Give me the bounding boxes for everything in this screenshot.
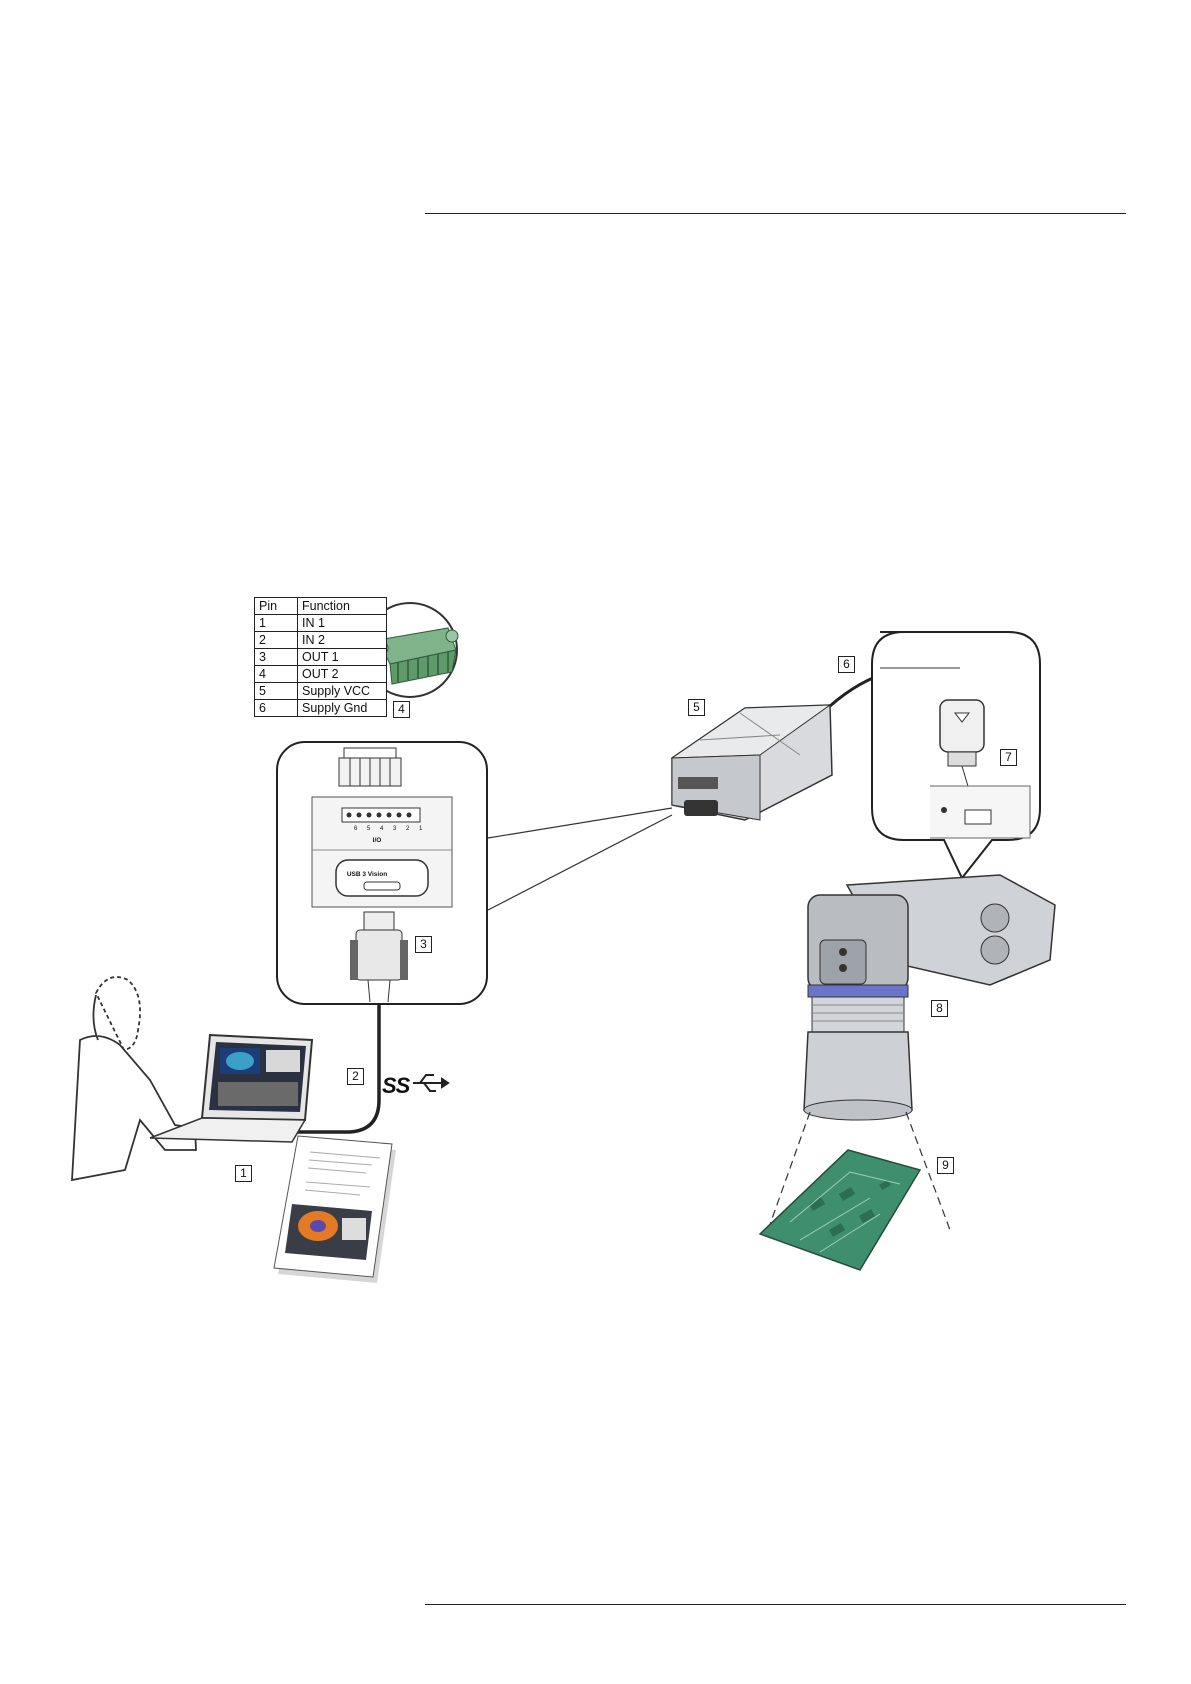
table-row: 3 OUT 1 [255, 649, 387, 666]
table-row: 1 IN 1 [255, 615, 387, 632]
callout-7: 7 [1000, 749, 1017, 766]
table-header-row: Pin Function [255, 598, 387, 615]
table-row: 2 IN 2 [255, 632, 387, 649]
callout-6: 6 [838, 656, 855, 673]
usb-superspeed-logo: SS [382, 1073, 409, 1099]
pin-cell: 1 [255, 615, 298, 632]
callout-2: 2 [347, 1068, 364, 1085]
zoom-callout-lines [488, 808, 672, 910]
pin-function-table: Pin Function 1 IN 1 2 IN 2 3 OUT 1 4 OUT… [254, 597, 387, 717]
pin-cell: 3 [255, 649, 298, 666]
pin-column-header: Pin [255, 598, 298, 615]
usb-trident-icon [413, 1075, 448, 1091]
function-cell: OUT 2 [298, 666, 387, 683]
pcb-target [760, 1150, 920, 1270]
function-cell: IN 2 [298, 632, 387, 649]
table-row: 5 Supply VCC [255, 683, 387, 700]
table-row: 6 Supply Gnd [255, 700, 387, 717]
usb3-vision-label: USB 3 Vision [332, 871, 402, 878]
pin-cell: 6 [255, 700, 298, 717]
callout-5: 5 [688, 699, 705, 716]
callout-8: 8 [931, 1000, 948, 1017]
documentation-sheet [274, 1136, 396, 1283]
pin-cell: 2 [255, 632, 298, 649]
callout-3: 3 [415, 936, 432, 953]
callout-1: 1 [235, 1165, 252, 1182]
function-cell: OUT 1 [298, 649, 387, 666]
thermal-camera [804, 875, 1055, 1120]
function-cell: Supply Gnd [298, 700, 387, 717]
io-label: I/O [362, 837, 392, 844]
function-column-header: Function [298, 598, 387, 615]
pin-cell: 4 [255, 666, 298, 683]
function-cell: Supply VCC [298, 683, 387, 700]
interface-box [672, 705, 832, 820]
callout-9: 9 [937, 1157, 954, 1174]
function-cell: IN 1 [298, 615, 387, 632]
io-pin-numbers: 6 5 4 3 2 1 [354, 826, 426, 832]
callout-4: 4 [393, 701, 410, 718]
table-row: 4 OUT 2 [255, 666, 387, 683]
pin-cell: 5 [255, 683, 298, 700]
person-illustration [72, 977, 196, 1180]
